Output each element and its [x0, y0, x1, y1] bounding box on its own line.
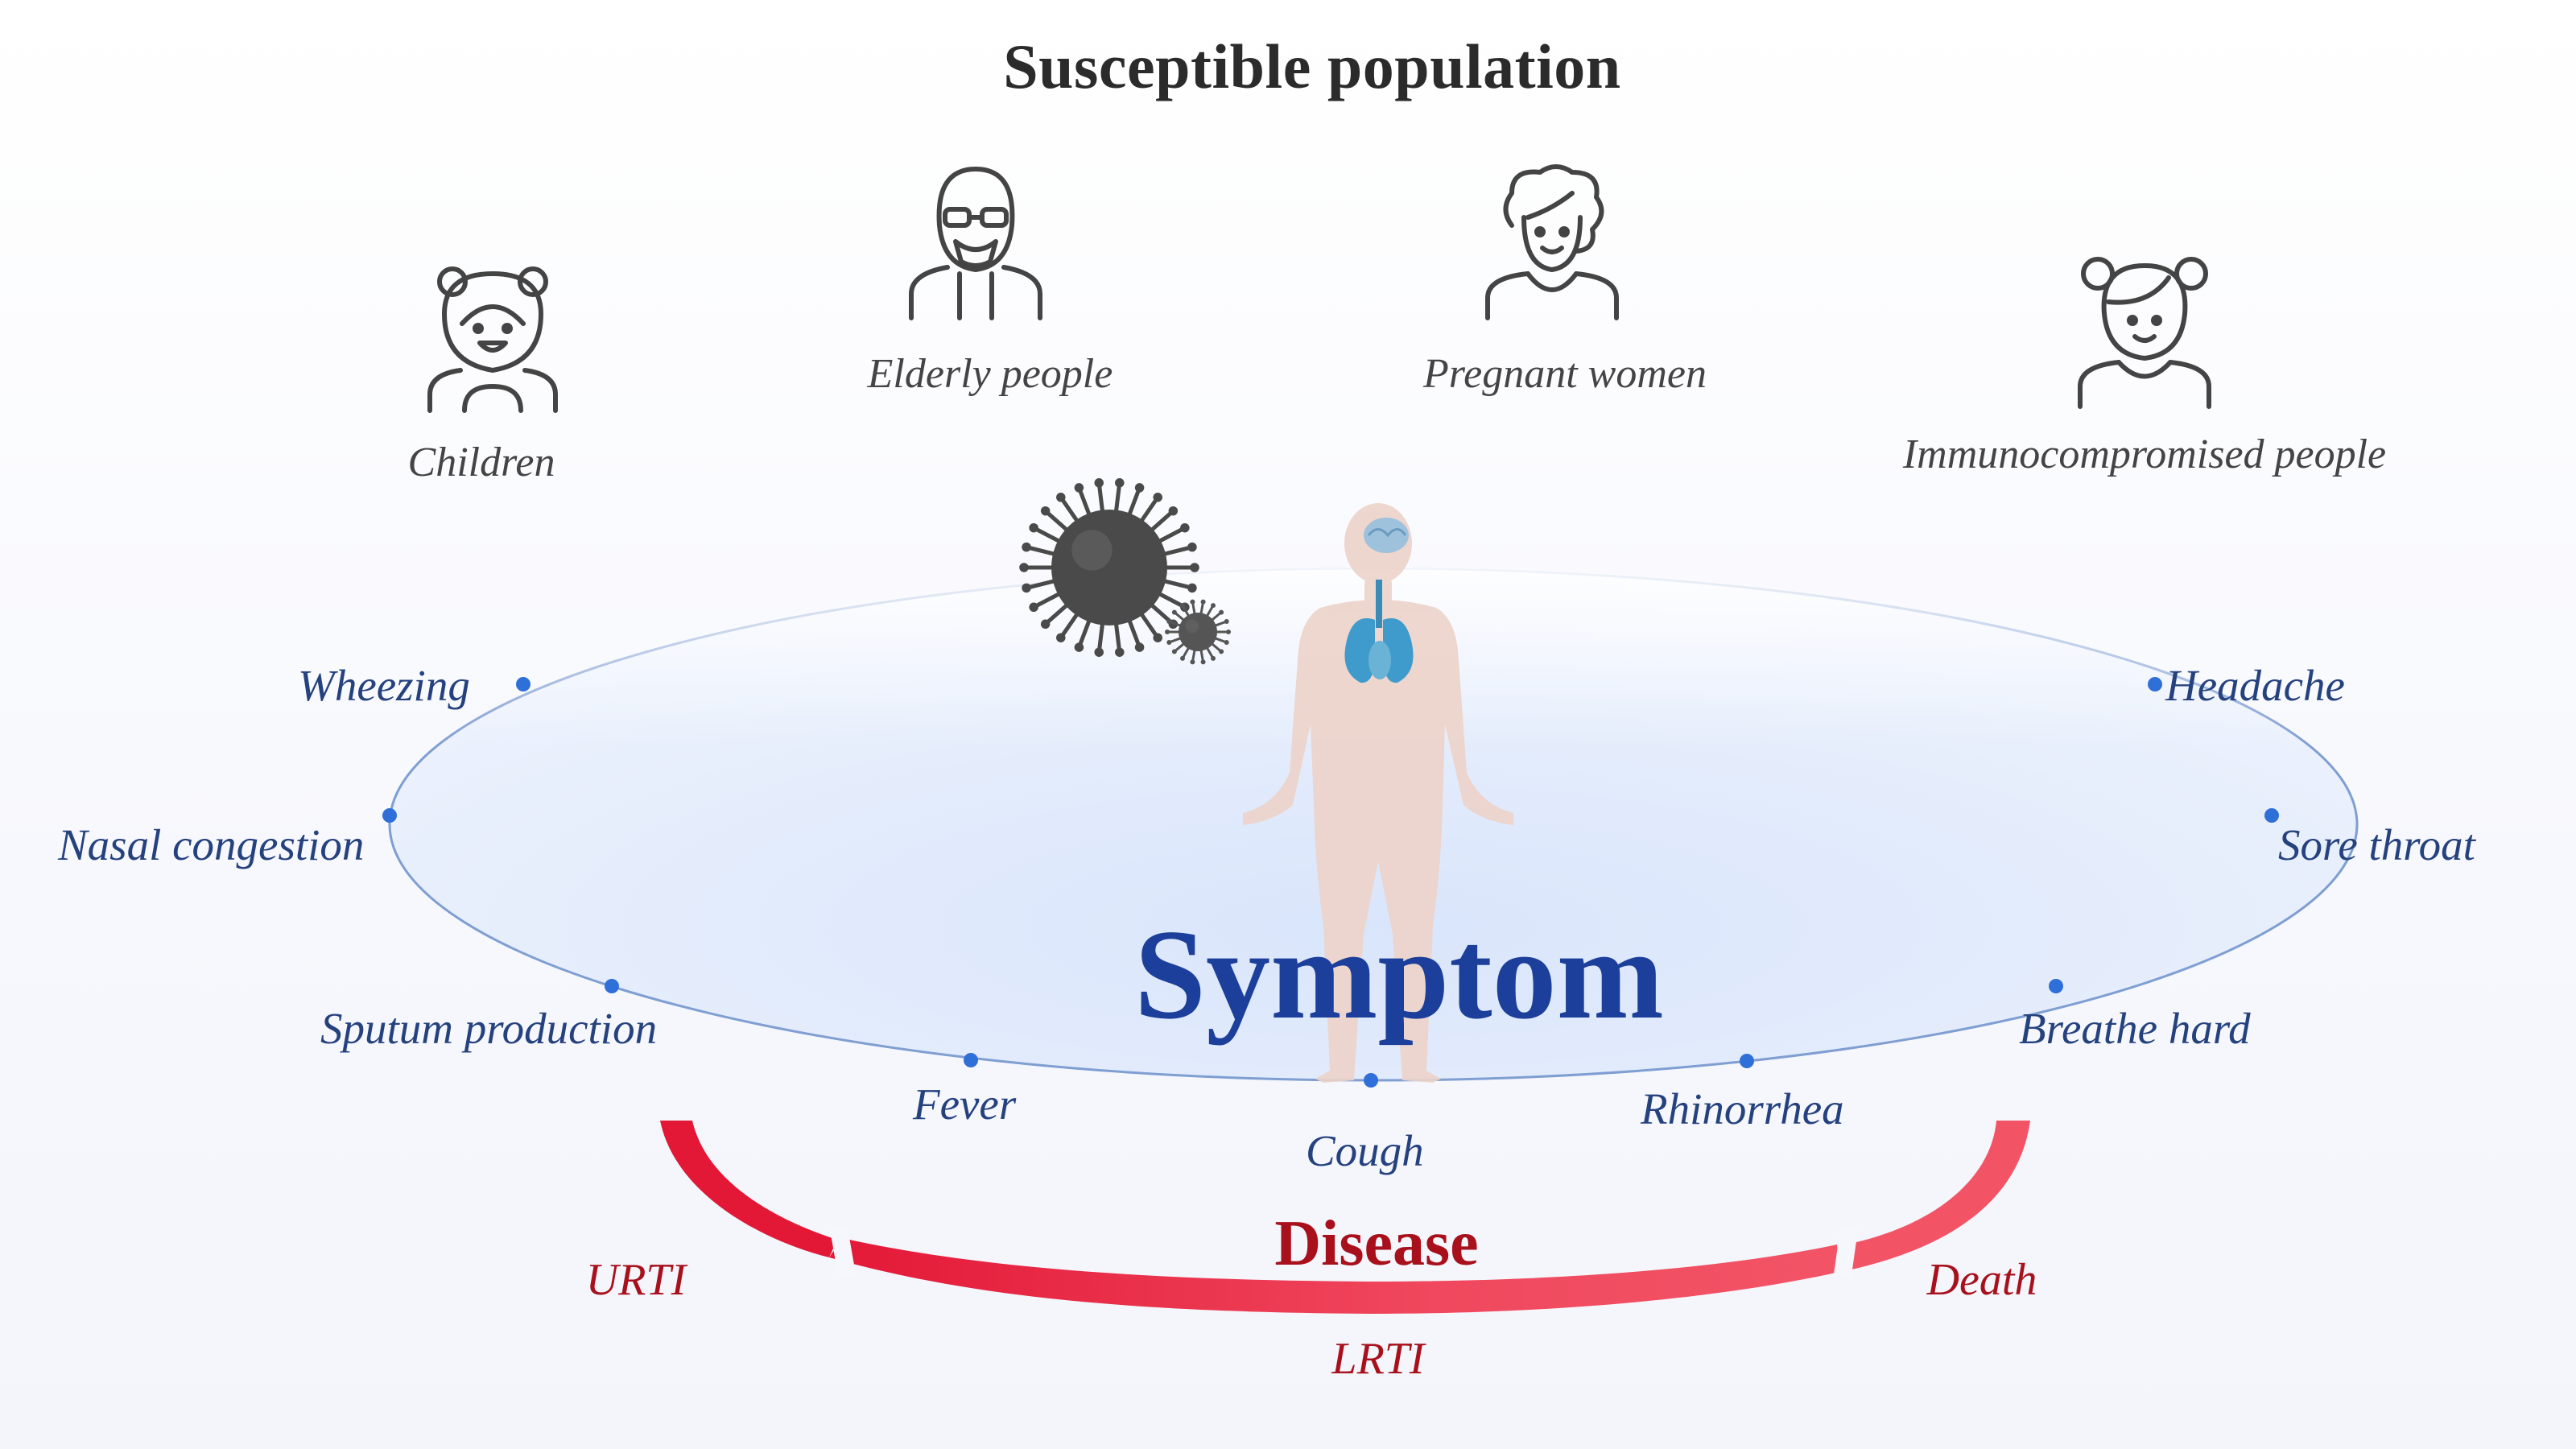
symptom-sore-throat: Sore throat	[2278, 820, 2475, 869]
pregnant-woman-icon	[1485, 164, 1619, 320]
population-label-immunocompromised: Immunocompromised people	[1902, 431, 2387, 477]
dot-wheezing	[516, 677, 530, 691]
dot-breathe-hard	[2049, 979, 2063, 993]
symptom-headache: Headache	[2165, 661, 2345, 710]
population-label-elderly: Elderly people	[867, 351, 1113, 397]
dot-nasal-congestion	[382, 808, 397, 823]
virus-icon	[1019, 478, 1231, 665]
symptom-breathe-hard: Breathe hard	[2019, 1004, 2251, 1053]
dot-rhinorrhea	[1740, 1054, 1754, 1068]
symptom-cough: Cough	[1306, 1126, 1424, 1175]
immunocompromised-person-icon	[2078, 257, 2211, 409]
page-title: Susceptible population	[1003, 31, 1621, 101]
dot-sputum-production	[605, 979, 619, 993]
disease-stage-death: Death	[1926, 1255, 2037, 1305]
disease-stage-lrti: LRTI	[1331, 1334, 1425, 1384]
symptom-dots	[382, 677, 2279, 1088]
symptom-title: Symptom	[1134, 902, 1664, 1046]
symptom-nasal-congestion: Nasal congestion	[58, 820, 365, 869]
population-label-children: Children	[407, 440, 555, 485]
disease-stage-urti: URTI	[585, 1255, 687, 1305]
disease-arc	[660, 1121, 2030, 1314]
dot-fever	[964, 1053, 978, 1067]
brain-icon	[1364, 518, 1409, 553]
symptom-sputum-production: Sputum production	[320, 1004, 658, 1053]
dot-sore-throat	[2264, 808, 2279, 823]
lungs-icon	[1344, 580, 1414, 683]
disease-title: Disease	[1274, 1208, 1479, 1279]
dot-cough	[1364, 1073, 1378, 1088]
child-icon	[427, 266, 558, 413]
dot-headache	[2148, 677, 2162, 691]
population-label-pregnant: Pregnant women	[1423, 351, 1707, 397]
elderly-person-icon	[909, 167, 1042, 320]
symptom-wheezing: Wheezing	[298, 661, 470, 710]
symptom-rhinorrhea: Rhinorrhea	[1641, 1084, 1844, 1133]
symptom-fever: Fever	[913, 1080, 1017, 1129]
